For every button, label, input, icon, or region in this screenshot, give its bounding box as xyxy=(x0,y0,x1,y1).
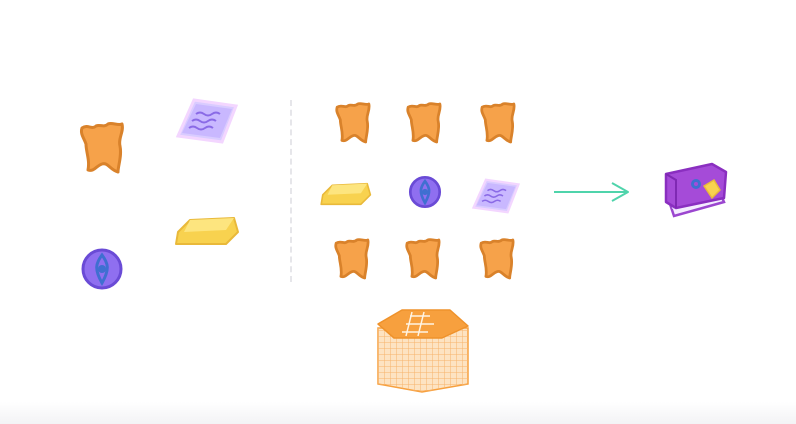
leather-icon xyxy=(479,102,517,144)
section-divider xyxy=(290,100,292,282)
ender-pearl-icon xyxy=(408,175,442,209)
leather-icon xyxy=(334,102,372,144)
crafting-table-icon xyxy=(372,306,474,396)
bottom-band xyxy=(0,402,796,424)
paper-icon xyxy=(471,178,521,214)
ender-pearl-icon xyxy=(80,247,124,291)
enchanted-book-icon xyxy=(662,158,732,224)
leather-icon xyxy=(78,121,126,174)
leather-icon xyxy=(404,238,442,280)
leather-icon xyxy=(333,238,371,280)
arrow-right-icon xyxy=(552,180,632,204)
leather-icon xyxy=(478,238,516,280)
paper-icon xyxy=(175,98,239,144)
leather-icon xyxy=(405,102,443,144)
gold-ingot-icon xyxy=(172,214,240,248)
gold-ingot-icon xyxy=(318,180,372,208)
